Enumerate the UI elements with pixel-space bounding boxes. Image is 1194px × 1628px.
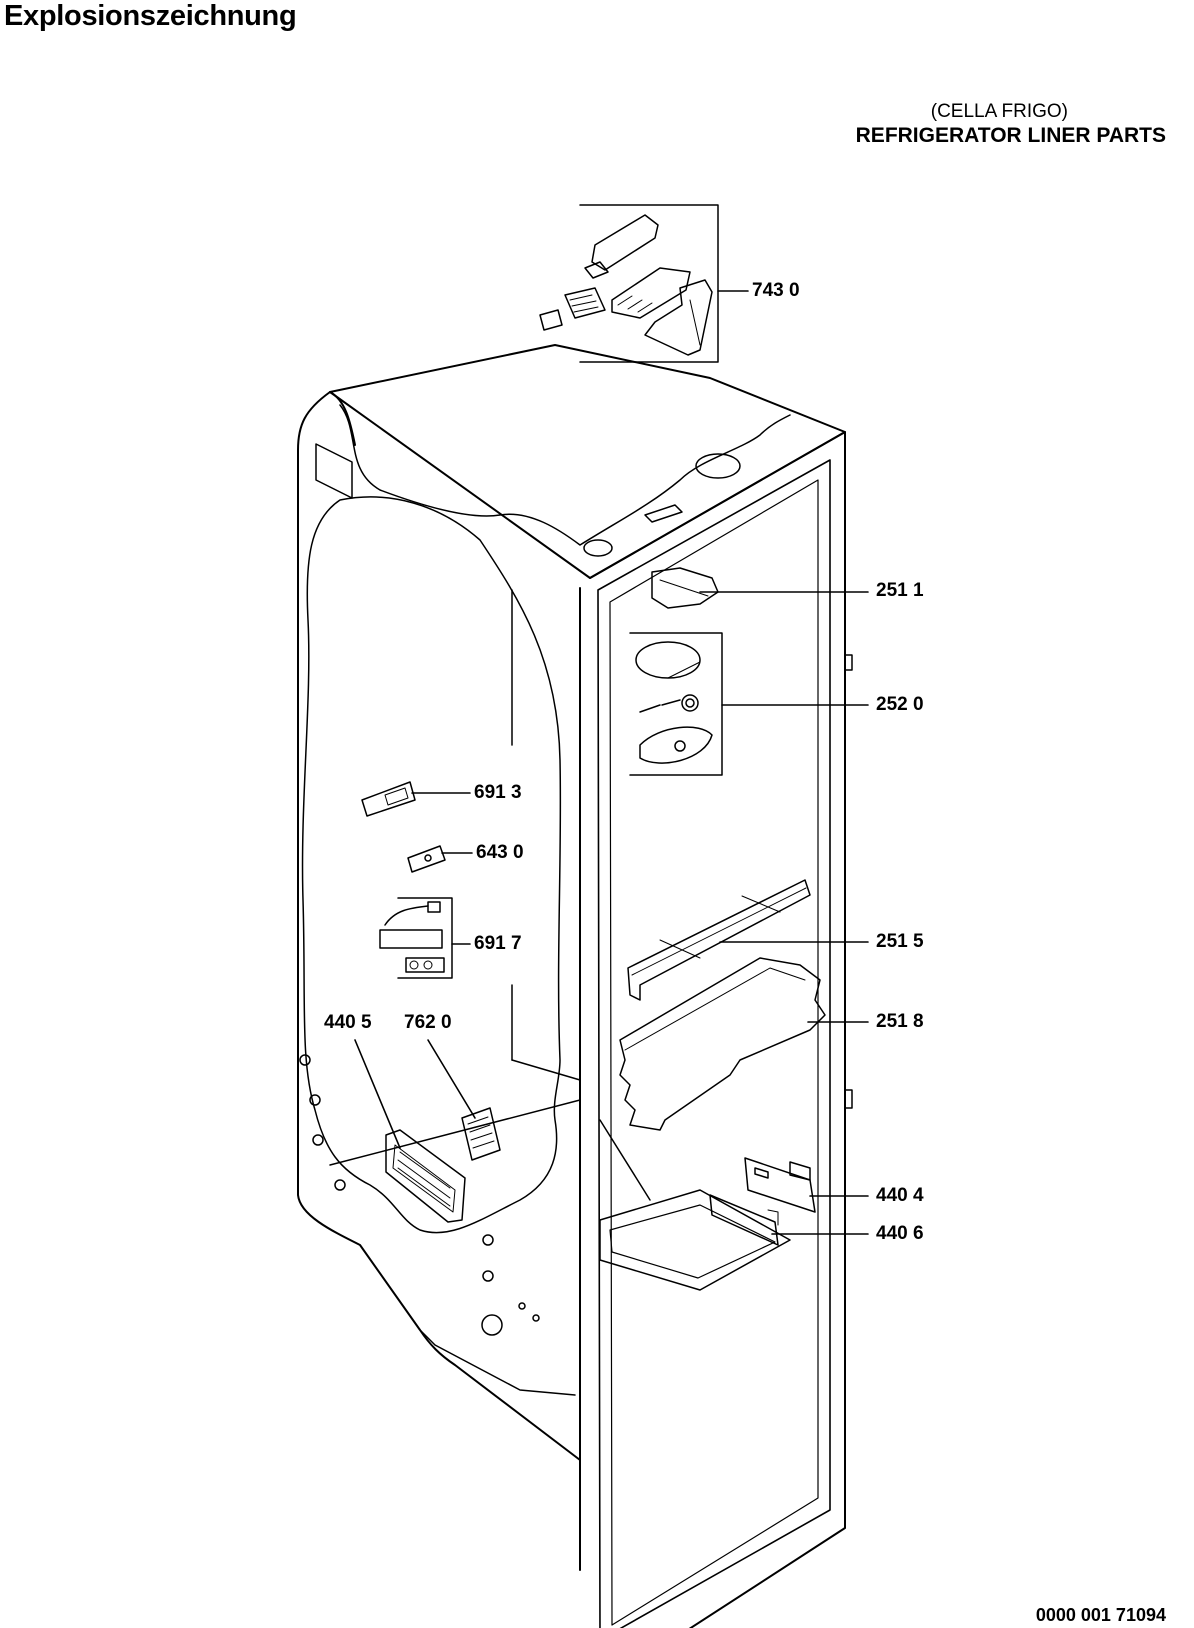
part-2518 — [619, 957, 826, 1131]
callout-4406: 440 6 — [876, 1223, 924, 1244]
callout-2518: 251 8 — [876, 1011, 924, 1032]
part-2520-assembly — [629, 632, 723, 776]
callout-2515: 251 5 — [876, 931, 924, 952]
part-4404 — [744, 1157, 816, 1213]
callout-7620: 762 0 — [404, 1012, 452, 1033]
callout-6430: 643 0 — [476, 842, 524, 863]
part-7430-assembly — [539, 204, 719, 363]
leader-7620 — [427, 1039, 476, 1119]
diagram-subtitle: (CELLA FRIGO) REFRIGERATOR LINER PARTS — [856, 100, 1166, 148]
part-2515 — [627, 879, 811, 1001]
part-6430 — [407, 845, 446, 873]
document-number: 0000 001 71094 — [1035, 1605, 1166, 1625]
callout-6917: 691 7 — [474, 933, 522, 954]
part-7620 — [461, 1107, 501, 1161]
subtitle-en: REFRIGERATOR LINER PARTS — [855, 124, 1166, 147]
callout-4405: 440 5 — [324, 1012, 372, 1033]
callout-2520: 252 0 — [876, 694, 924, 715]
subtitle-local: (CELLA FRIGO) — [930, 101, 1068, 122]
callout-4404: 440 4 — [876, 1185, 924, 1206]
refrigerator-liner — [297, 344, 853, 1628]
page-title: Explosionszeichnung — [4, 0, 297, 32]
part-2511 — [651, 567, 719, 609]
part-4406 — [709, 1194, 779, 1246]
callout-6913: 691 3 — [474, 782, 522, 803]
part-6917-assembly — [379, 897, 453, 979]
callout-2511: 251 1 — [876, 580, 924, 601]
leader-4405 — [354, 1039, 401, 1149]
part-4405 — [385, 1129, 466, 1223]
part-6913 — [361, 781, 416, 817]
callout-7430: 743 0 — [752, 280, 800, 301]
